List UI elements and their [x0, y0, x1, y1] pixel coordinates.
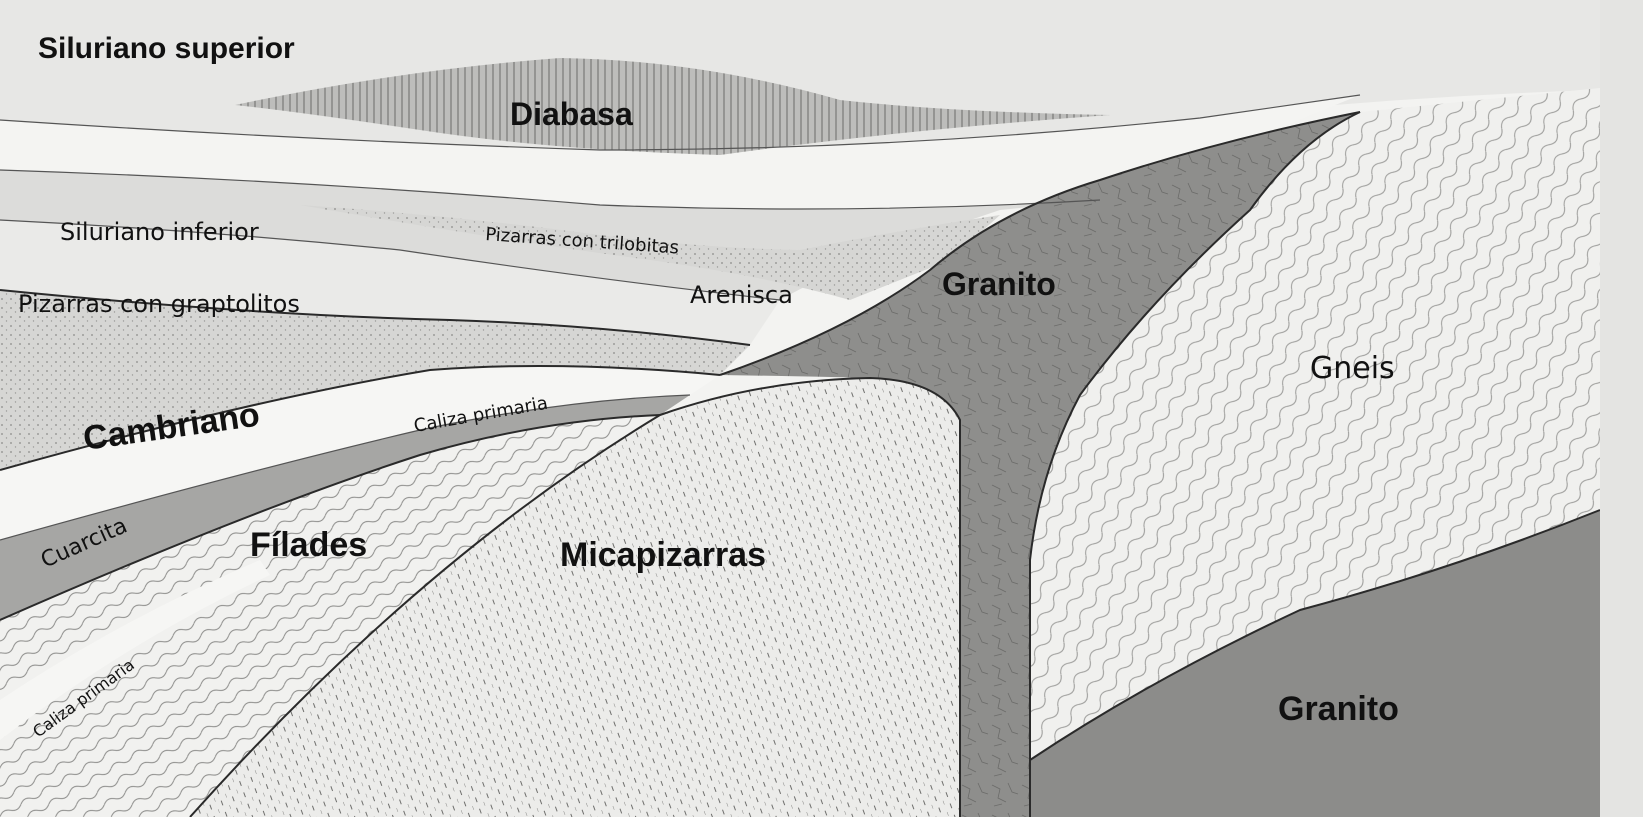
label-granito-upper: Granito — [942, 266, 1056, 302]
label-diabasa: Diabasa — [510, 96, 633, 132]
label-pizarras-graptolitos: Pizarras con graptolitos — [18, 290, 300, 318]
label-filades: Fílades — [250, 526, 367, 564]
label-micapizarras: Micapizarras — [560, 536, 766, 574]
label-arenisca: Arenisca — [690, 281, 793, 309]
label-siluriano-inferior: Siluriano inferior — [60, 218, 259, 246]
label-gneis: Gneis — [1310, 351, 1395, 386]
label-siluriano-superior: Siluriano superior — [38, 32, 295, 65]
label-granito-lower: Granito — [1278, 690, 1399, 728]
right-margin — [1600, 0, 1643, 817]
